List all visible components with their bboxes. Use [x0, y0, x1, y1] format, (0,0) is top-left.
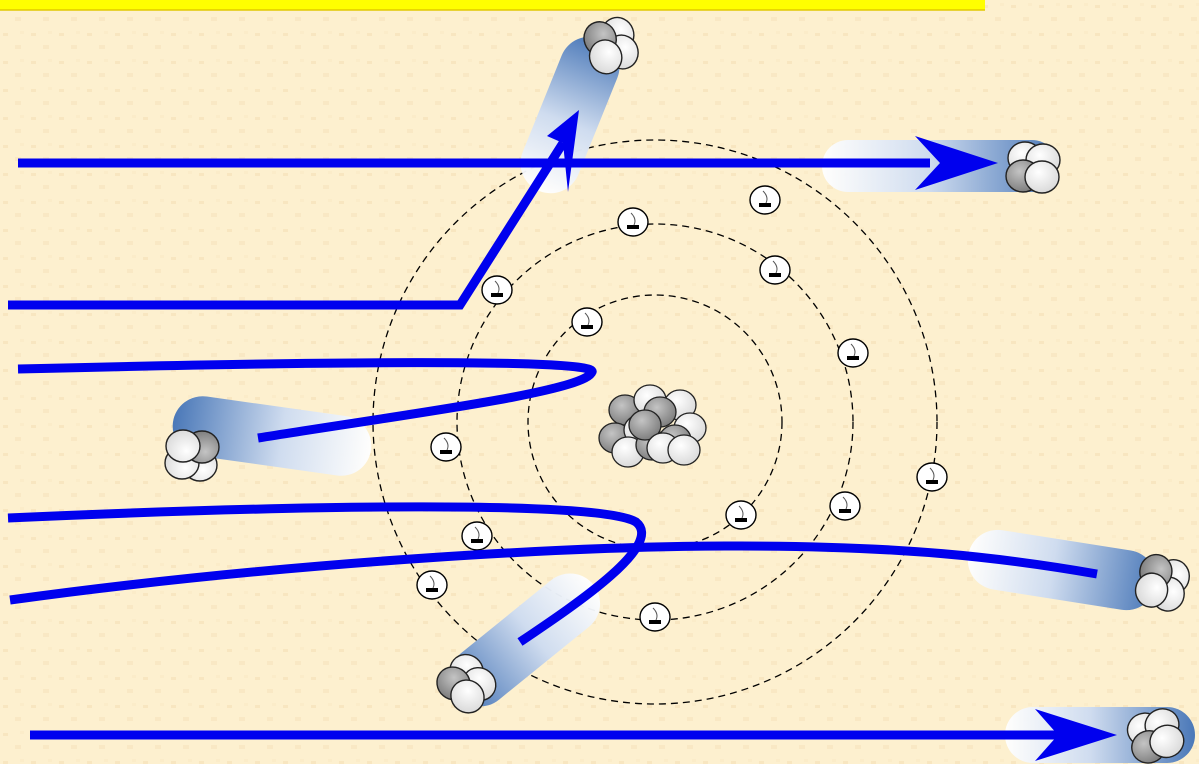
electron [830, 492, 860, 520]
electron [572, 308, 602, 336]
electron [640, 603, 670, 631]
electron [760, 256, 790, 284]
negative-charge-icon [491, 293, 503, 297]
electron [750, 186, 780, 214]
negative-charge-icon [627, 225, 639, 229]
electron [618, 208, 648, 236]
negative-charge-icon [839, 509, 851, 513]
alpha-particle-cluster [1006, 142, 1060, 193]
electron [462, 522, 492, 550]
title-bar [0, 0, 985, 10]
proton-ball [668, 435, 700, 465]
electron [726, 501, 756, 529]
negative-charge-icon [426, 588, 438, 592]
negative-charge-icon [735, 518, 747, 522]
negative-charge-icon [649, 620, 661, 624]
negative-charge-icon [926, 480, 938, 484]
negative-charge-icon [471, 539, 483, 543]
electron [417, 571, 447, 599]
electron [431, 433, 461, 461]
electron [838, 339, 868, 367]
negative-charge-icon [769, 273, 781, 277]
alpha-particle-cluster [165, 430, 219, 481]
negative-charge-icon [847, 356, 859, 360]
negative-charge-icon [759, 203, 771, 207]
electron [482, 276, 512, 304]
negative-charge-icon [440, 450, 452, 454]
negative-charge-icon [581, 325, 593, 329]
electron [917, 463, 947, 491]
